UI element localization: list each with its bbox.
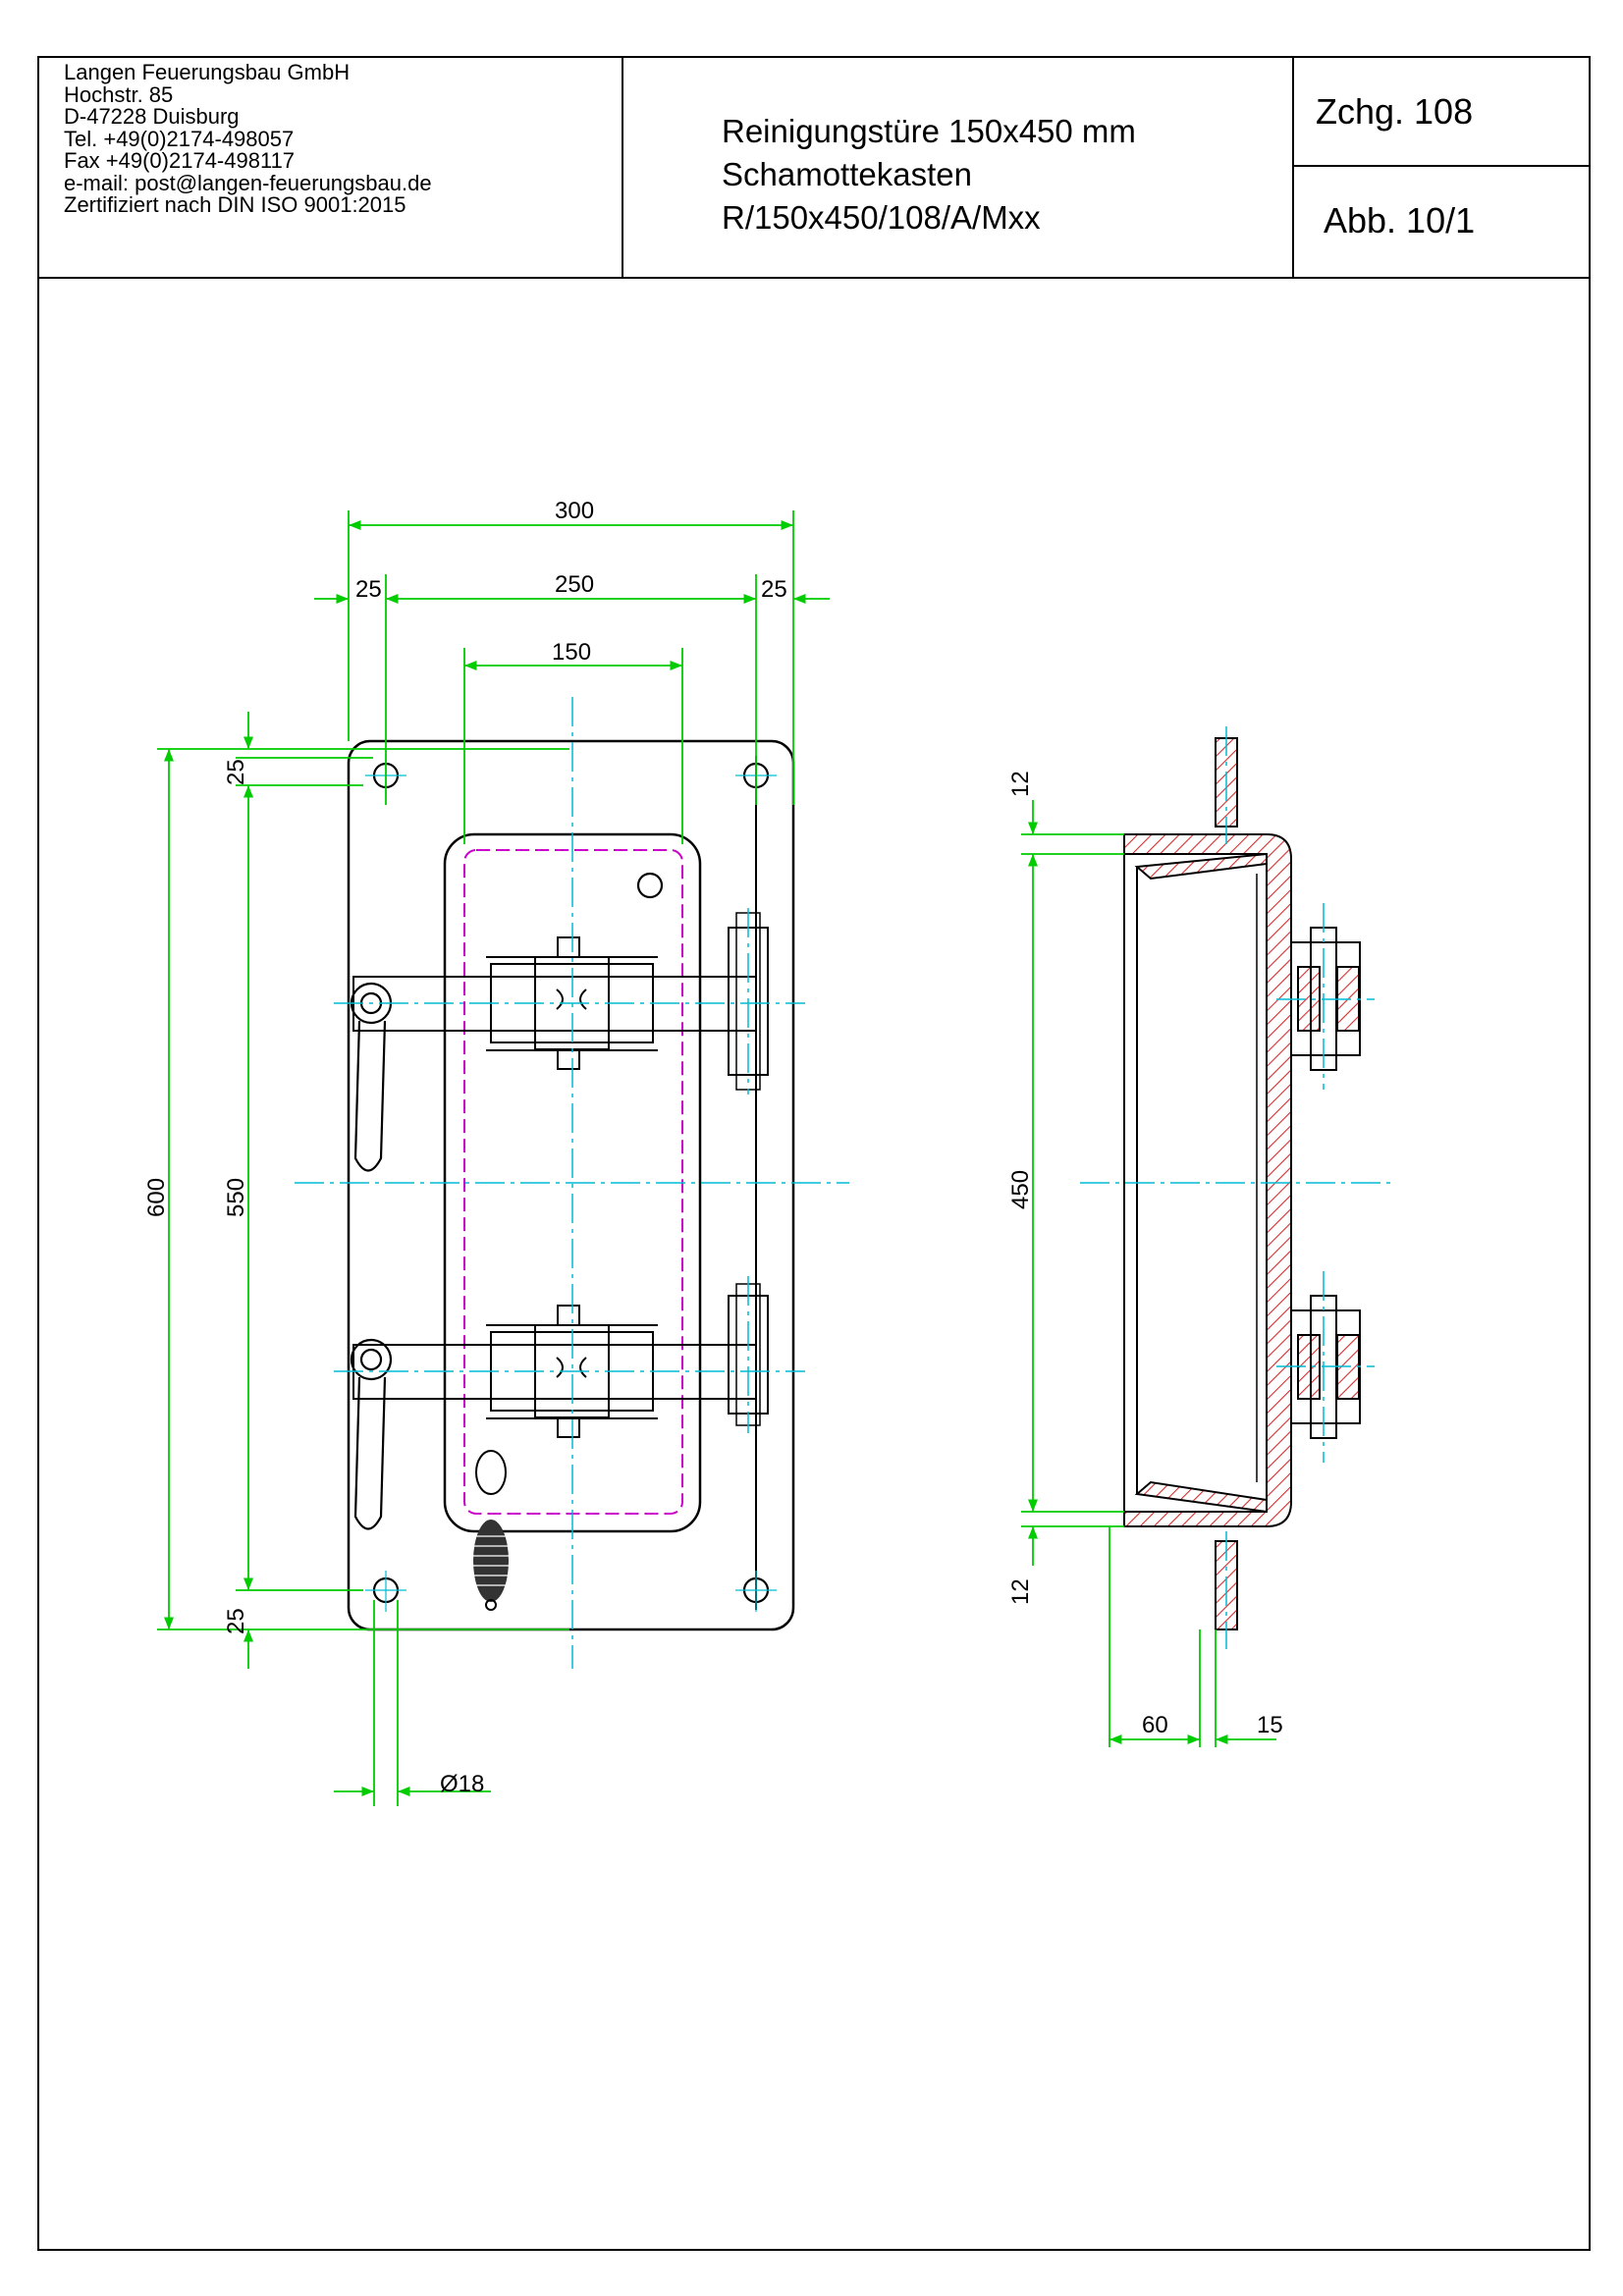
dim-right-offset: 25 <box>761 576 787 603</box>
company-city: D-47228 Duisburg <box>64 104 240 129</box>
dim-width-inner: 250 <box>555 571 594 598</box>
front-dimension-lines <box>157 510 830 1806</box>
frame-plate <box>347 739 795 1631</box>
dim-side-height: 450 <box>1007 1170 1034 1209</box>
company-info-block: Langen Feuerungsbau GmbH Hochstr. 85 D-4… <box>37 56 623 278</box>
dim-left-offset: 25 <box>355 576 382 603</box>
drawing-number: Zchg. 108 <box>1294 56 1591 167</box>
side-dimension-labels: 12 450 12 60 15 <box>1007 771 1283 1738</box>
dim-opening-width: 150 <box>552 639 591 666</box>
handle-bottom <box>350 1338 393 1530</box>
drawing-title-line3: R/150x450/108/A/Mxx <box>722 199 1041 236</box>
handle-top <box>350 982 393 1172</box>
dim-height-total: 600 <box>143 1178 170 1217</box>
dim-side-bottom: 12 <box>1007 1578 1034 1605</box>
drawing-title-line2: Schamottekasten <box>722 156 972 192</box>
title-block-divider <box>37 277 1591 279</box>
dim-side-depth: 60 <box>1142 1712 1168 1738</box>
company-street: Hochstr. 85 <box>64 81 174 107</box>
company-tel: Tel. +49(0)2174-498057 <box>64 126 295 151</box>
front-view <box>295 697 849 1669</box>
front-dimension-labels: 300 250 25 25 150 Ø18 600 550 25 25 <box>143 498 787 1797</box>
company-email: e-mail: post@langen-feuerungsbau.de <box>64 170 432 195</box>
door-hole <box>636 872 664 899</box>
dim-side-top: 12 <box>1007 771 1034 797</box>
door-opening-hidden-line <box>463 849 683 1515</box>
dim-width-total: 300 <box>555 498 594 524</box>
figure-number: Abb. 10/1 <box>1324 200 1476 240</box>
dim-side-flange: 15 <box>1257 1712 1283 1738</box>
dim-top-offset: 25 <box>223 759 249 785</box>
company-fax: Fax +49(0)2174-498117 <box>64 148 296 173</box>
company-certification: Zertifiziert nach DIN ISO 9001:2015 <box>64 192 406 217</box>
drawing-title-block: Reinigungstüre 150x450 mm Schamottekaste… <box>623 56 1294 278</box>
drawing-title-line1: Reinigungstüre 150x450 mm <box>722 113 1136 149</box>
drawing-sheet-border <box>37 56 1591 2251</box>
side-dimension-lines <box>1021 800 1276 1747</box>
dim-height-inner: 550 <box>223 1178 249 1217</box>
front-centerlines <box>295 697 849 1669</box>
dim-hole-diameter: Ø18 <box>440 1771 484 1797</box>
dim-bottom-offset: 25 <box>223 1608 249 1634</box>
spring-handle-icon <box>473 1450 509 1611</box>
company-name: Langen Feuerungsbau GmbH <box>64 60 351 84</box>
side-section-view <box>1080 726 1394 1649</box>
